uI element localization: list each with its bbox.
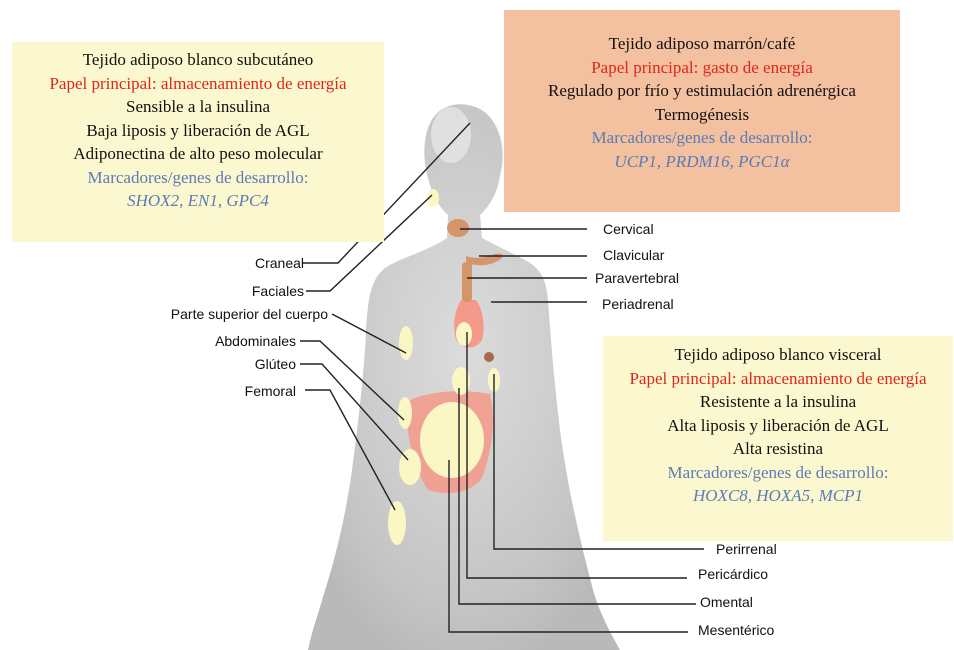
label-paravertebral: Paravertebral bbox=[595, 270, 679, 286]
brown-trait: Regulado por frío y estimulación adrenér… bbox=[504, 79, 900, 103]
brown-role: Papel principal: gasto de energía bbox=[504, 56, 900, 80]
label-craneal: Craneal bbox=[255, 255, 304, 271]
label-periadrenal: Periadrenal bbox=[602, 296, 674, 312]
visceral-trait: Resistente a la insulina bbox=[603, 390, 953, 414]
subcutaneous-markers: SHOX2, EN1, GPC4 bbox=[12, 189, 384, 213]
label-faciales: Faciales bbox=[252, 283, 304, 299]
brown-markers: UCP1, PRDM16, PGC1α bbox=[504, 150, 900, 174]
label-perirrenal: Perirrenal bbox=[716, 541, 777, 557]
visceral-trait: Alta liposis y liberación de AGL bbox=[603, 414, 953, 438]
visceral-title: Tejido adiposo blanco visceral bbox=[603, 343, 953, 367]
subcutaneous-trait: Sensible a la insulina bbox=[12, 95, 384, 119]
label-gluteo: Glúteo bbox=[255, 356, 296, 372]
label-pericardico: Pericárdico bbox=[698, 566, 768, 582]
visceral-white-fat-box: Tejido adiposo blanco visceral Papel pri… bbox=[603, 336, 953, 541]
label-cervical: Cervical bbox=[603, 221, 654, 237]
visceral-trait: Alta resistina bbox=[603, 437, 953, 461]
label-parte-superior-del-cuerpo: Parte superior del cuerpo bbox=[171, 306, 328, 322]
subcutaneous-white-fat-box: Tejido adiposo blanco subcutáneo Papel p… bbox=[12, 42, 384, 242]
brown-title: Tejido adiposo marrón/café bbox=[504, 32, 900, 56]
label-clavicular: Clavicular bbox=[603, 247, 664, 263]
label-mesenterico: Mesentérico bbox=[698, 622, 774, 638]
visceral-markers-heading: Marcadores/genes de desarrollo: bbox=[603, 461, 953, 485]
subcutaneous-markers-heading: Marcadores/genes de desarrollo: bbox=[12, 166, 384, 190]
subcutaneous-title: Tejido adiposo blanco subcutáneo bbox=[12, 48, 384, 72]
brown-trait: Termogénesis bbox=[504, 103, 900, 127]
subcutaneous-trait: Baja liposis y liberación de AGL bbox=[12, 119, 384, 143]
subcutaneous-role: Papel principal: almacenamiento de energ… bbox=[12, 72, 384, 96]
visceral-role: Papel principal: almacenamiento de energ… bbox=[603, 367, 953, 391]
subcutaneous-trait: Adiponectina de alto peso molecular bbox=[12, 142, 384, 166]
visceral-markers: HOXC8, HOXA5, MCP1 bbox=[603, 484, 953, 508]
label-abdominales: Abdominales bbox=[215, 333, 296, 349]
label-omental: Omental bbox=[700, 594, 753, 610]
label-femoral: Femoral bbox=[245, 383, 296, 399]
brown-fat-box: Tejido adiposo marrón/café Papel princip… bbox=[504, 10, 900, 212]
brown-markers-heading: Marcadores/genes de desarrollo: bbox=[504, 126, 900, 150]
